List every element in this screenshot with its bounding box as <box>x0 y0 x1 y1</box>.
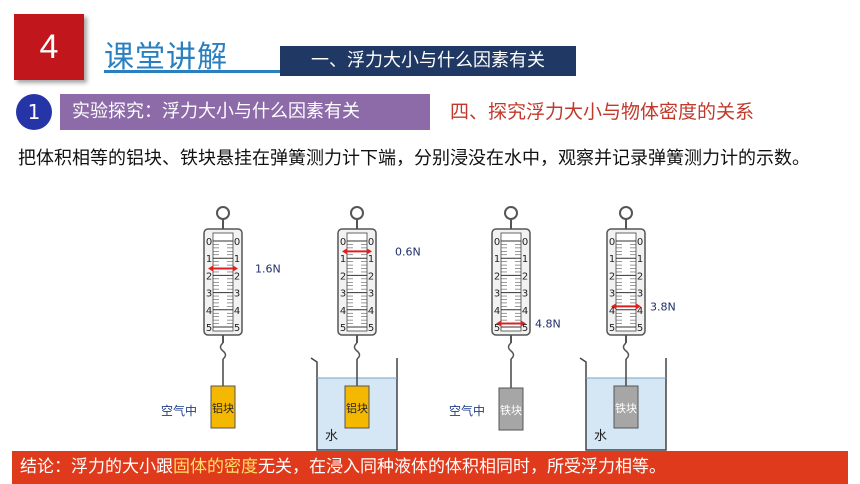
scale-bottom-hook <box>353 342 361 360</box>
pointer-arrow-head-right <box>636 303 641 310</box>
scale-tick-label-left: 1 <box>206 254 212 265</box>
beaker <box>310 357 398 451</box>
scale-ring <box>504 206 518 220</box>
section-number-badge: 4 <box>14 14 84 80</box>
pointer-arrow-head-left <box>342 248 347 255</box>
scale-tick-label-right: 2 <box>234 271 240 282</box>
medium-label: 空气中 <box>161 403 197 418</box>
scale-tick-label-left: 5 <box>609 323 615 334</box>
scale-bottom-hook <box>219 342 227 360</box>
scale-tick-label-right: 5 <box>522 323 528 334</box>
scale-tick-label-right: 4 <box>234 306 240 317</box>
block-label: 铝块 <box>346 401 368 415</box>
scale-tick-label-right: 0 <box>637 237 643 248</box>
scale-tick-label-right: 4 <box>368 306 374 317</box>
scale-tick-label-left: 0 <box>609 237 615 248</box>
scale-tick-label-left: 4 <box>494 306 500 317</box>
block <box>344 385 370 429</box>
scale-tick-label-left: 0 <box>494 237 500 248</box>
scale-tick-label-left: 5 <box>340 323 346 334</box>
block <box>210 385 236 429</box>
scale-tick-label-left: 2 <box>340 271 346 282</box>
scale-tick-label-right: 3 <box>234 289 240 300</box>
scale-reading: 3.8N <box>650 300 676 313</box>
block <box>613 385 639 429</box>
scale-tick-label-right: 2 <box>637 271 643 282</box>
scale-tick-label-right: 5 <box>368 323 374 334</box>
setup-3 <box>491 206 531 431</box>
pointer-arrow-head-left <box>496 320 501 327</box>
scale-tick-label-right: 1 <box>234 254 240 265</box>
section-heading: 一、浮力大小与什么因素有关 <box>280 46 576 76</box>
medium-label: 水 <box>325 429 338 444</box>
scale-tick-label-right: 4 <box>522 306 528 317</box>
scale-reading: 1.6N <box>255 263 281 276</box>
experiment-label: 实验探究：浮力大小与什么因素有关 <box>60 94 430 130</box>
scale-tick-label-left: 2 <box>494 271 500 282</box>
scale-tick-label-right: 3 <box>368 289 374 300</box>
step-number-circle: 1 <box>16 94 52 130</box>
page-title: 课堂讲解 <box>104 40 228 75</box>
scale-tick-label-left: 0 <box>206 237 212 248</box>
scale-tick-label-right: 0 <box>368 237 374 248</box>
scale-tick-label-left: 4 <box>609 306 615 317</box>
scale-tick-label-right: 5 <box>637 323 643 334</box>
conclusion-prefix: 结论：浮力的大小跟 <box>20 457 173 477</box>
block-label: 铁块 <box>615 402 637 415</box>
scale-reading: 0.6N <box>395 245 421 258</box>
scale-tick-label-left: 3 <box>206 289 212 300</box>
scale-reading: 4.8N <box>535 318 561 331</box>
scale-tick-label-right: 3 <box>637 289 643 300</box>
scale-tick-label-right: 1 <box>637 254 643 265</box>
scale-tick-label-left: 4 <box>340 306 346 317</box>
pointer-arrow-head-right <box>367 248 372 255</box>
scale-tick-label-right: 0 <box>522 237 528 248</box>
pointer-arrow-head-left <box>611 303 616 310</box>
scale-tick-label-left: 3 <box>609 289 615 300</box>
conclusion-highlight: 固体的密度 <box>173 457 258 477</box>
scale-tick-label-left: 2 <box>609 271 615 282</box>
scale-tick-label-left: 1 <box>494 254 500 265</box>
scale-tick-label-left: 3 <box>494 289 500 300</box>
scale-tick-label-left: 5 <box>206 323 212 334</box>
scale-tick-label-left: 1 <box>340 254 346 265</box>
block-label: 铝块 <box>212 401 234 415</box>
scale-tick-label-left: 3 <box>340 289 346 300</box>
pointer-arrow-head-right <box>521 320 526 327</box>
medium-label: 水 <box>594 429 607 444</box>
title-underline <box>104 70 286 73</box>
setup-4 <box>579 206 667 451</box>
pointer-arrow-head-left <box>208 265 213 272</box>
scale-bottom-hook <box>622 342 630 360</box>
scale-ring <box>619 206 633 220</box>
scale-tick-label-right: 4 <box>637 306 643 317</box>
scale-tick-label-right: 5 <box>234 323 240 334</box>
scale-tick-label-left: 2 <box>206 271 212 282</box>
scale-tick-label-left: 0 <box>340 237 346 248</box>
scale-tick-label-left: 5 <box>494 323 500 334</box>
scale-ring <box>350 206 364 220</box>
scale-ring <box>216 206 230 220</box>
scale-tick-label-right: 3 <box>522 289 528 300</box>
scale-tick-label-left: 1 <box>609 254 615 265</box>
pointer-arrow-head-right <box>233 265 238 272</box>
setup-2 <box>310 206 398 451</box>
scale-tick-label-right: 2 <box>522 271 528 282</box>
scale-tick-label-right: 1 <box>368 254 374 265</box>
scale-tick-label-right: 2 <box>368 271 374 282</box>
medium-label: 空气中 <box>449 403 485 418</box>
scale-bottom-hook <box>507 342 515 360</box>
conclusion-bar: 结论：浮力的大小跟固体的密度无关，在浸入同种液体的体积相同时，所受浮力相等。 <box>12 451 848 484</box>
scale-tick-label-left: 4 <box>206 306 212 317</box>
setup-1 <box>203 206 243 429</box>
scale-tick-label-right: 1 <box>522 254 528 265</box>
block <box>498 387 524 431</box>
conclusion-suffix: 无关，在浸入同种液体的体积相同时，所受浮力相等。 <box>258 457 666 477</box>
beaker <box>579 357 667 451</box>
experiment-description: 把体积相等的铝块、铁块悬挂在弹簧测力计下端，分别浸没在水中，观察并记录弹簧测力计… <box>18 148 810 169</box>
topic-heading: 四、探究浮力大小与物体密度的关系 <box>450 101 755 123</box>
scale-tick-label-right: 0 <box>234 237 240 248</box>
block-label: 铁块 <box>500 404 522 417</box>
